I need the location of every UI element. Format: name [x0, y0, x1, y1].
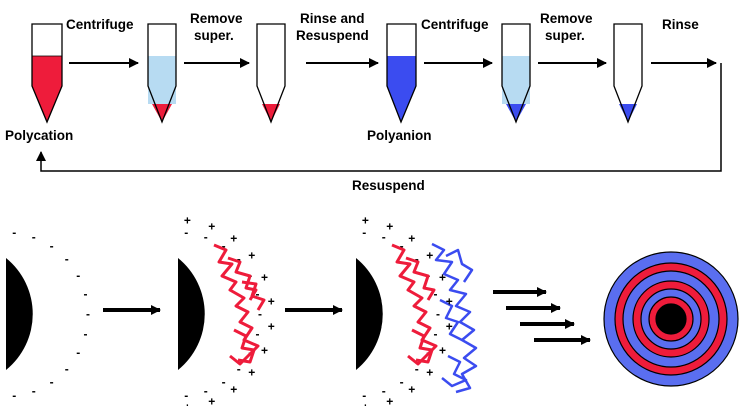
top-process: Centrifuge Remove super. Rinse and Resus…: [5, 11, 722, 193]
negative-charge: -: [362, 225, 366, 239]
negative-charge: -: [222, 375, 226, 389]
negative-charge: -: [65, 362, 69, 376]
polyanion-chains: [431, 242, 478, 394]
label-centrifuge-1: Centrifuge: [66, 17, 134, 32]
positive-charges-layer-3: ++++++++++++: [362, 214, 453, 406]
stage-bilayer-coated: ------------- ++++++++++++: [356, 214, 478, 406]
negative-charge: -: [222, 239, 226, 253]
positive-charge: +: [386, 395, 393, 406]
positive-charge: +: [268, 320, 275, 334]
label-rinse: Rinse: [662, 17, 699, 32]
positive-charge: +: [184, 401, 191, 406]
polycation-chains-stage-3: [391, 243, 438, 366]
positive-charge: +: [230, 231, 237, 245]
negative-charge: -: [382, 384, 386, 398]
positive-charge: +: [408, 383, 415, 397]
stage-bare-core: -------------: [6, 225, 90, 403]
label-centrifuge-2: Centrifuge: [421, 17, 489, 32]
negative-charge: -: [434, 327, 438, 341]
multilayer-particle: [603, 251, 739, 387]
label-resuspend-loop: Resuspend: [352, 178, 425, 193]
positive-charge: +: [208, 395, 215, 406]
positive-charge: +: [184, 214, 191, 228]
negative-charge: -: [237, 252, 241, 266]
negative-charge: -: [258, 307, 262, 321]
negative-charge: -: [32, 230, 36, 244]
label-polyanion: Polyanion: [367, 128, 432, 143]
stage-polycation-coated: ------------- ++++++++++++: [178, 214, 275, 406]
negative-charge: -: [184, 389, 188, 403]
tube-supernatant-blue-pellet: [501, 23, 531, 124]
negative-charge: -: [32, 384, 36, 398]
positive-charge: +: [261, 344, 268, 358]
positive-charge: +: [439, 270, 446, 284]
positive-charge: +: [446, 295, 453, 309]
positive-charge: +: [426, 365, 433, 379]
positive-charge: +: [230, 383, 237, 397]
negative-charge: -: [434, 287, 438, 301]
positive-charge: +: [446, 320, 453, 334]
positive-charge: +: [408, 231, 415, 245]
negative-charge: -: [204, 384, 208, 398]
label-remove-super-1: Remove super.: [190, 11, 246, 43]
resuspend-loop-arrow: [36, 63, 722, 172]
negative-charge: -: [436, 307, 440, 321]
negative-charge: -: [76, 346, 80, 360]
tube-red-pellet: [256, 23, 286, 124]
negative-charge: -: [400, 375, 404, 389]
negative-charge: -: [12, 225, 16, 239]
negative-charge: -: [12, 389, 16, 403]
positive-charge: +: [208, 219, 215, 233]
negative-charge: -: [382, 230, 386, 244]
label-polycation: Polycation: [5, 128, 73, 143]
label-remove-super-2: Remove super.: [540, 11, 596, 43]
negative-charges-layer-1: -------------: [12, 225, 90, 402]
negative-charge: -: [50, 375, 54, 389]
positive-charge: +: [362, 401, 369, 406]
negative-charge: -: [204, 230, 208, 244]
positive-charge: +: [439, 344, 446, 358]
tube-polycation-full: [31, 23, 63, 124]
positive-charge: +: [248, 249, 255, 263]
negative-charge: -: [76, 268, 80, 282]
positive-charge: +: [362, 214, 369, 228]
tube-supernatant-red-pellet: [147, 23, 177, 124]
tube-polyanion-full: [386, 23, 417, 124]
positive-charge: +: [261, 270, 268, 284]
polycation-chains: [213, 243, 266, 366]
tube-blue-pellet: [613, 23, 643, 124]
negative-charge: -: [415, 362, 419, 376]
multi-step-arrows: [493, 287, 591, 345]
positive-charge: +: [426, 249, 433, 263]
negative-charge: -: [84, 327, 88, 341]
negative-charge: -: [256, 327, 260, 341]
label-rinse-and-resuspend: Rinse and Resuspend: [296, 11, 369, 43]
negative-charge: -: [415, 252, 419, 266]
negative-charge: -: [86, 307, 90, 321]
positive-charges-layer-2: ++++++++++++: [184, 214, 275, 406]
positive-charge: +: [248, 365, 255, 379]
positive-charge: +: [268, 295, 275, 309]
negative-charge: -: [84, 287, 88, 301]
negative-charge: -: [256, 287, 260, 301]
negative-charge: -: [50, 239, 54, 253]
bottom-process: ------------- ------------- ++++++++++++…: [6, 214, 739, 406]
negative-charge: -: [184, 225, 188, 239]
negative-charge: -: [237, 362, 241, 376]
negative-charge: -: [400, 239, 404, 253]
positive-charge: +: [386, 219, 393, 233]
negative-charge: -: [65, 252, 69, 266]
negative-charge: -: [362, 389, 366, 403]
